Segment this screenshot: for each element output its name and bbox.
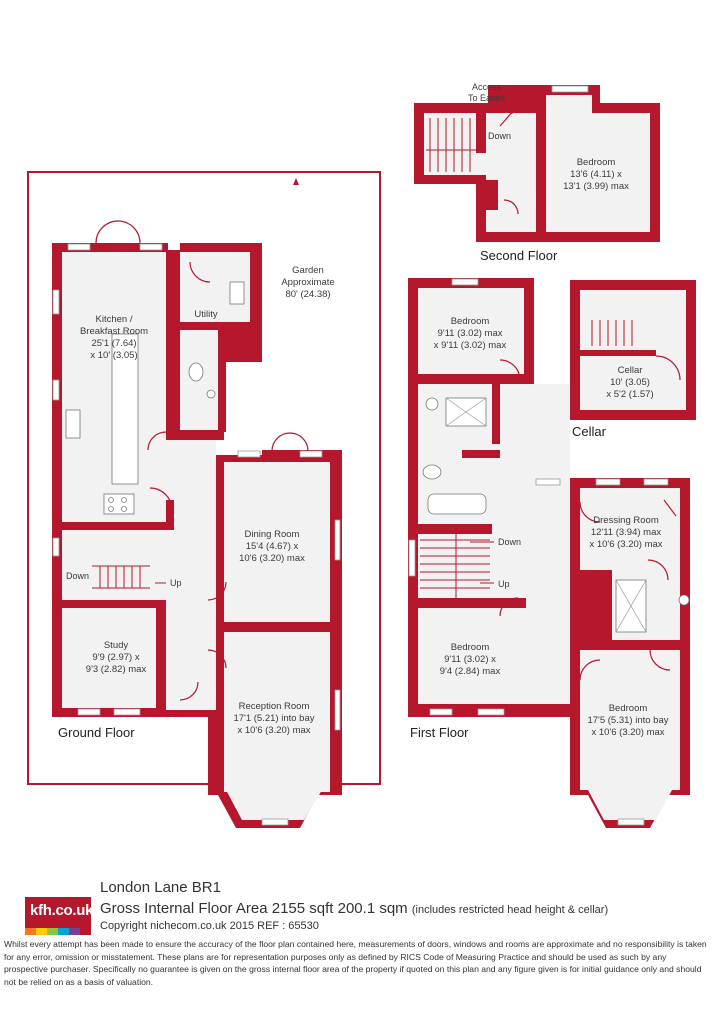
garden-outline bbox=[27, 171, 381, 785]
kitchen-dim-2: x 10' (3.05) bbox=[90, 350, 137, 361]
first-down-label: Down bbox=[498, 537, 521, 547]
reception-dim-1: 17'1 (5.21) into bay bbox=[233, 713, 314, 724]
dressing-dim-2: x 10'6 (3.20) max bbox=[589, 539, 662, 550]
wc-icon bbox=[422, 464, 442, 480]
second-floor-plan bbox=[414, 85, 660, 242]
second-floor-stairs bbox=[426, 118, 476, 172]
bedroom-3-dim-1: 17'5 (5.31) into bay bbox=[587, 715, 668, 726]
kitchen-sink-icon bbox=[65, 409, 81, 439]
bedroom-4-dim-2: 13'1 (3.99) max bbox=[563, 181, 629, 192]
basin-icon bbox=[206, 389, 216, 399]
utility-label: Utility bbox=[194, 309, 217, 320]
copyright-line: Copyright nichecom.co.uk 2015 REF : 6553… bbox=[100, 920, 319, 932]
first-floor-title: First Floor bbox=[410, 725, 469, 740]
bedroom-3-label: Bedroom bbox=[609, 703, 648, 714]
reception-dim-2: x 10'6 (3.20) max bbox=[237, 725, 310, 736]
first-floor-stairs bbox=[420, 534, 490, 598]
access-label-2: To Eaves bbox=[468, 93, 506, 103]
bath-icon bbox=[427, 493, 487, 515]
dressing-label: Dressing Room bbox=[593, 515, 659, 526]
second-floor-title: Second Floor bbox=[480, 248, 558, 263]
cellar-label: Cellar bbox=[618, 365, 643, 376]
study-dim-1: 9'9 (2.97) x bbox=[92, 652, 139, 663]
reception-label: Reception Room bbox=[239, 701, 310, 712]
utility-sink-icon bbox=[229, 281, 245, 305]
access-label-1: Access bbox=[472, 82, 502, 92]
bedroom-1-label: Bedroom bbox=[451, 316, 490, 327]
kitchen-label: Kitchen / bbox=[96, 314, 133, 325]
second-down-label: Down bbox=[488, 131, 511, 141]
cellar-title: Cellar bbox=[572, 424, 607, 439]
bedroom-1-dim-2: x 9'11 (3.02) max bbox=[434, 340, 507, 351]
floor-plan-drawing: .w { fill: #b5172c; } .f { fill: #f2f2f2… bbox=[27, 82, 696, 828]
basin-icon bbox=[425, 397, 439, 411]
wc-icon bbox=[188, 362, 204, 382]
bedroom-2-dim-1: 9'11 (3.02) x bbox=[444, 654, 496, 665]
dining-label: Dining Room bbox=[245, 529, 300, 540]
study-label: Study bbox=[104, 640, 129, 651]
dressing-dim-1: 12'11 (3.94) max bbox=[591, 527, 662, 538]
bedroom-4-label: Bedroom bbox=[577, 157, 616, 168]
logo-color-bar bbox=[25, 928, 91, 935]
kitchen-island bbox=[111, 333, 139, 485]
garden-label-2: Approximate bbox=[281, 277, 334, 288]
bedroom-2-dim-2: 9'4 (2.84) max bbox=[440, 666, 501, 677]
disclaimer-text: Whilst every attempt has been made to en… bbox=[4, 939, 707, 987]
dining-dim-2: 10'6 (3.20) max bbox=[239, 553, 305, 564]
bedroom-3-dim-2: x 10'6 (3.20) max bbox=[591, 727, 664, 738]
ground-floor-title: Ground Floor bbox=[58, 725, 135, 740]
ground-floor-plan bbox=[27, 171, 381, 828]
bedroom-1-dim-1: 9'11 (3.02) max bbox=[437, 328, 502, 339]
hob-icon bbox=[103, 493, 135, 515]
basin-icon bbox=[678, 594, 690, 606]
cellar-stairs bbox=[591, 320, 633, 346]
ground-down-label: Down bbox=[66, 571, 89, 581]
agent-logo[interactable]: kfh.co.uk bbox=[25, 897, 94, 935]
kitchen-label-2: Breakfast Room bbox=[80, 326, 148, 337]
logo-text: kfh.co.uk bbox=[30, 902, 94, 919]
first-up-label: Up bbox=[498, 579, 510, 589]
ground-stairs bbox=[92, 565, 150, 589]
bedroom-2-label: Bedroom bbox=[451, 642, 490, 653]
gross-internal-area: Gross Internal Floor Area 2155 sqft 200.… bbox=[100, 900, 608, 917]
garden-dim: 80' (24.38) bbox=[285, 289, 330, 300]
property-address: London Lane BR1 bbox=[100, 879, 221, 896]
north-arrow-icon bbox=[293, 178, 299, 185]
cellar-dim-1: 10' (3.05) bbox=[610, 377, 650, 388]
kitchen-dim-1: 25'1 (7.64) bbox=[91, 338, 136, 349]
dining-dim-1: 15'4 (4.67) x bbox=[246, 541, 299, 552]
garden-label: Garden bbox=[292, 265, 324, 276]
ground-up-label: Up bbox=[170, 578, 182, 588]
cellar-dim-2: x 5'2 (1.57) bbox=[606, 389, 653, 400]
bedroom-4-dim-1: 13'6 (4.11) x bbox=[570, 169, 622, 180]
cellar-plan bbox=[570, 280, 696, 420]
study-dim-2: 9'3 (2.82) max bbox=[86, 664, 147, 675]
first-floor-plan bbox=[408, 278, 690, 828]
gia-main: Gross Internal Floor Area 2155 sqft 200.… bbox=[100, 900, 408, 917]
gia-note: (includes restricted head height & cella… bbox=[411, 904, 609, 916]
